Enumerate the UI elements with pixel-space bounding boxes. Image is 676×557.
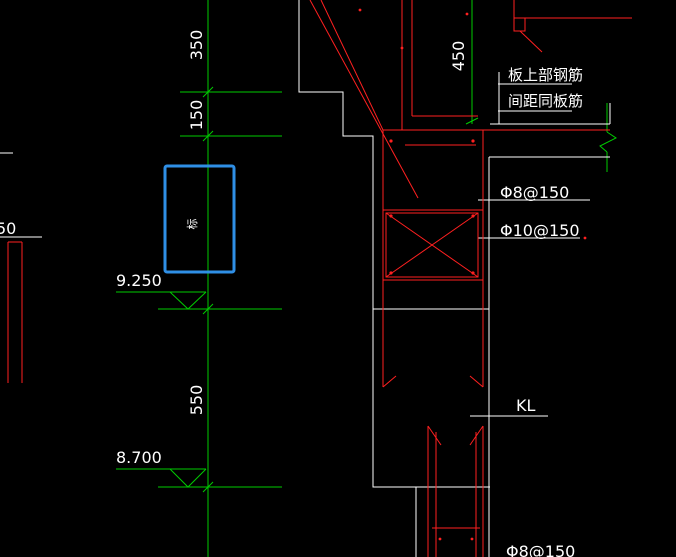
selected-box-label: 标: [185, 219, 199, 230]
rebar-label-2: Φ10@150: [500, 221, 580, 240]
elevation-label-lower: 8.700: [116, 448, 162, 467]
rebar-label-3: Φ8@150: [506, 542, 575, 557]
elevation-label-upper: 9.250: [116, 271, 162, 290]
rebar-label-1: Φ8@150: [500, 183, 569, 202]
dimension-550: 550: [187, 385, 206, 416]
beam-label-kl: KL: [516, 396, 535, 415]
note-slab-top-line1: 板上部钢筋: [508, 66, 583, 84]
dimension-350: 350: [187, 30, 206, 61]
note-slab-top-line2: 间距同板筋: [508, 92, 583, 110]
elevation-symbol-upper: [116, 291, 207, 310]
break-line-symbol: [599, 103, 617, 172]
rebar-lines: [7, 0, 632, 557]
dimension-150: 150: [187, 100, 206, 131]
selection-box[interactable]: [163, 164, 236, 274]
partial-left-label: 50: [0, 219, 16, 238]
elevation-symbol-lower: [116, 468, 207, 488]
left-partial-lines: [0, 152, 42, 238]
dimension-450-lines: [465, 0, 479, 125]
rebar-dots: [358, 8, 587, 541]
dimension-450: 450: [449, 41, 468, 72]
dimension-chain[interactable]: [158, 0, 282, 557]
